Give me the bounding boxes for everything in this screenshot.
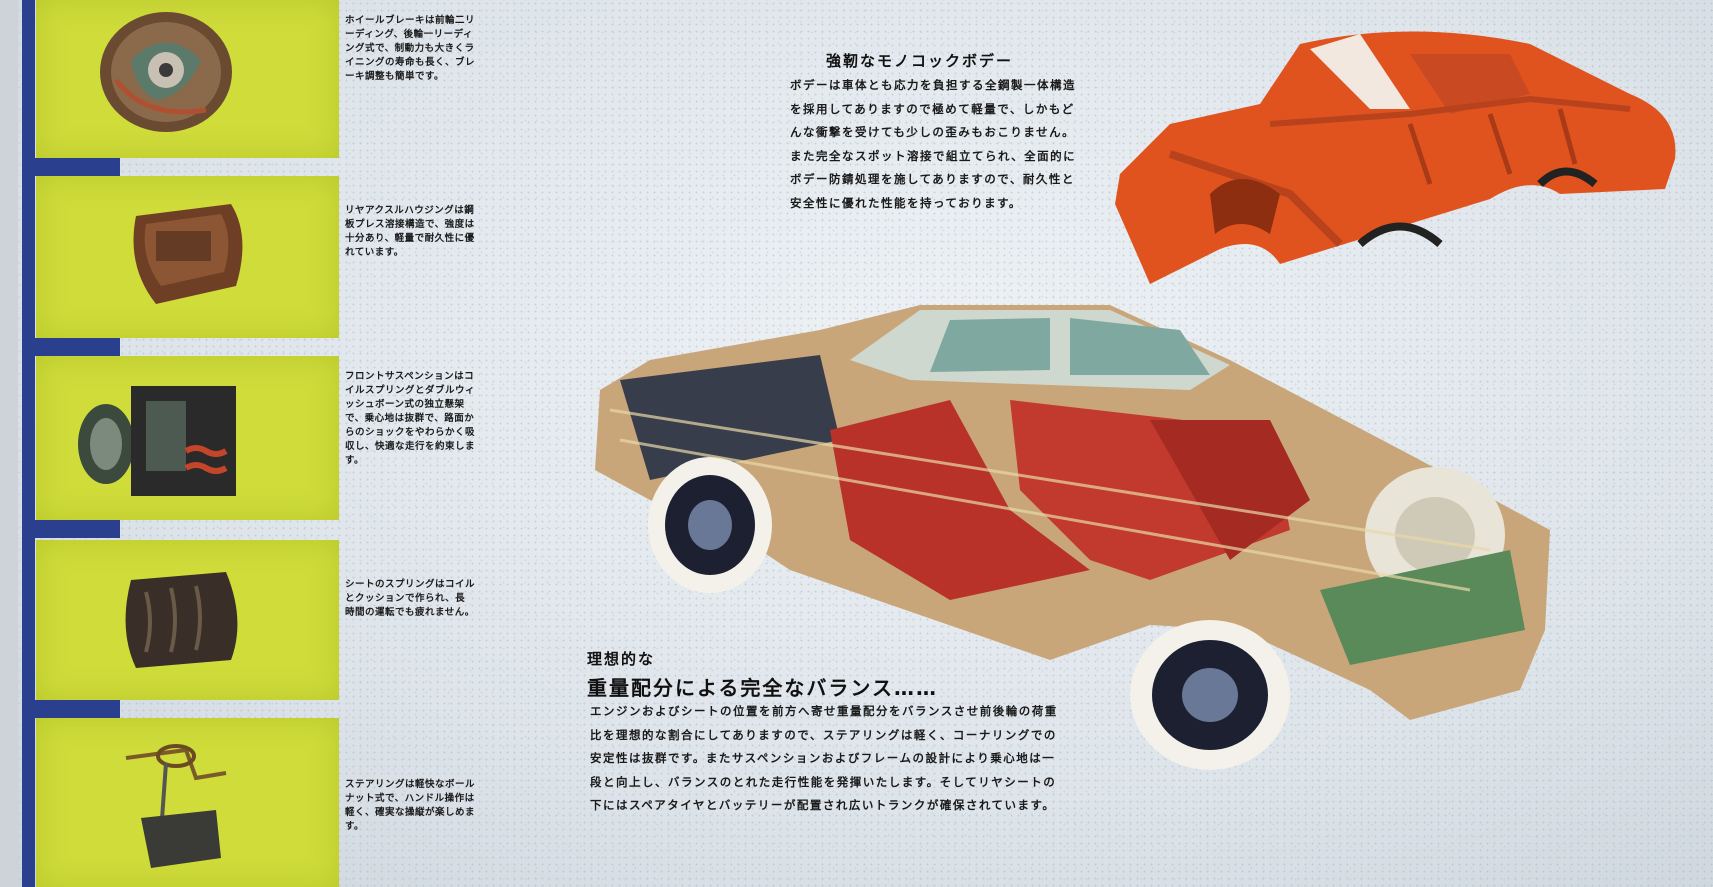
monocoque-body-image (1115, 31, 1676, 284)
balance-heading-large: 重量配分による完全なバランス…… (587, 676, 938, 700)
caption-seat-spring: シートのスプリングはコイルとクッションで作られ、長時間の運転でも疲れません。 (345, 579, 476, 618)
caption-rear-axle: リヤアクスルハウジングは鋼板プレス溶接構造で、強度は十分あり、軽量で耐久性に優れ… (345, 205, 475, 258)
rear-axle-image (133, 204, 243, 304)
accent-bar (22, 0, 35, 887)
page-edge (0, 0, 18, 887)
balance-heading-small: 理想的な (587, 650, 656, 668)
caption-steering: ステアリングは軽快なボールナット式で、ハンドル操作は軽く、確実な操縦が楽しめます… (345, 779, 476, 832)
monocoque-heading: 強靭なモノコックボデー (826, 52, 1014, 70)
wheel-brake-image (100, 12, 232, 132)
accent-tick (22, 700, 120, 718)
panel-rear-axle (36, 176, 339, 338)
accent-tick (22, 158, 120, 176)
front-suspension-image (78, 386, 236, 496)
caption-wheel-brake: ホイールブレーキは前輪二リーディング、後輪一リーディング式で、制動力も大きくライ… (345, 15, 476, 82)
balance-body: エンジンおよびシートの位置を前方へ寄せ重量配分をバランスさせ前後輪の荷重比を理想… (590, 704, 1058, 812)
panel-steering (36, 718, 339, 887)
accent-tick (22, 520, 120, 538)
caption-front-suspension: フロントサスペンションはコイルスプリングとダブルウィッシュボーン式の独立懸架で、… (345, 371, 476, 466)
panel-wheel-brake (36, 0, 339, 158)
panel-front-suspension (36, 356, 339, 520)
panel-seat-spring (36, 540, 339, 700)
seat-spring-image (125, 572, 238, 668)
accent-tick (22, 338, 120, 356)
steering-image (125, 744, 227, 868)
cutaway-car-image (595, 305, 1550, 770)
monocoque-body: ボデーは車体とも応力を負担する全鋼製一体構造を採用してありますので極めて軽量で、… (790, 78, 1077, 210)
